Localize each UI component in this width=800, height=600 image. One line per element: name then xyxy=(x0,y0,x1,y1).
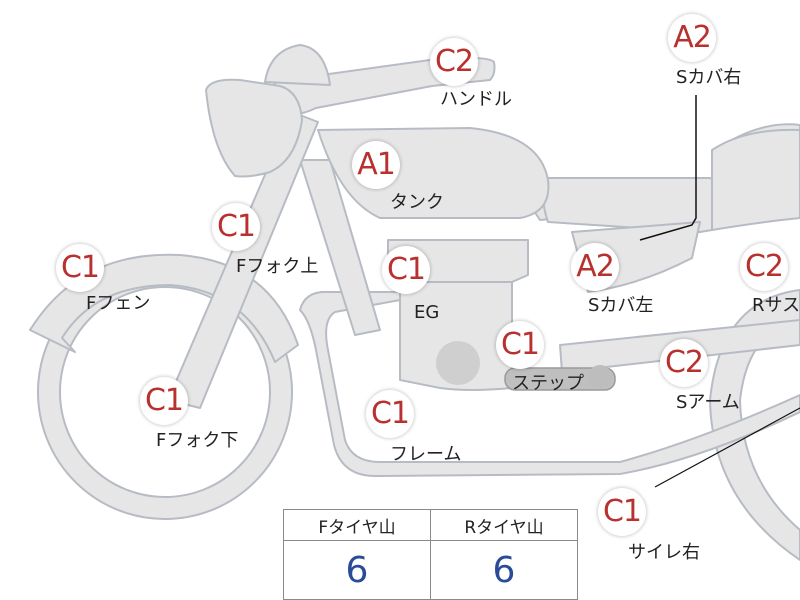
leader-line-scover-r xyxy=(639,95,697,241)
grade-badge-scover-l: A2 xyxy=(571,243,619,291)
part-label-rsus: Rサス xyxy=(752,296,800,316)
part-label-tank: タンク xyxy=(390,192,444,213)
grade-badge-rsus: C2 xyxy=(740,243,788,291)
part-label-muffler-r: サイレ右 xyxy=(628,542,700,563)
part-label-handle: ハンドル xyxy=(440,89,512,110)
grade-badge-step: C1 xyxy=(496,321,544,369)
grade-badge-ffork-low: C1 xyxy=(140,377,188,425)
part-label-frame: フレーム xyxy=(390,444,462,465)
part-label-scover-l: Sカバ左 xyxy=(588,295,654,316)
seat-cowl-shape xyxy=(711,128,800,231)
part-label-ffork-up: Fフォク上 xyxy=(236,256,319,277)
grade-badge-swingarm: C2 xyxy=(660,339,708,387)
part-label-engine: EG xyxy=(414,302,440,323)
part-label-scover-r: Sカバ右 xyxy=(676,67,742,88)
front-tire-value: 6 xyxy=(283,540,431,600)
grade-badge-ffork-up: C1 xyxy=(212,203,260,251)
tire-tread-table: Fタイヤ山 Rタイヤ山 6 6 xyxy=(283,509,578,600)
step-peg xyxy=(588,365,612,389)
step-shape xyxy=(504,367,616,391)
part-label-ffork-low: Fフォク下 xyxy=(156,430,239,451)
grade-badge-engine: C1 xyxy=(382,246,430,294)
grade-badge-handle: C2 xyxy=(430,38,478,86)
part-label-swingarm: Sアーム xyxy=(676,392,740,413)
frame-shape xyxy=(299,290,800,477)
front-tire-header: Fタイヤ山 xyxy=(283,509,431,541)
rear-tire-value: 6 xyxy=(430,540,578,600)
rear-tire-header: Rタイヤ山 xyxy=(430,509,578,541)
grade-badge-ffender: C1 xyxy=(56,244,104,292)
meter-shape xyxy=(264,44,331,86)
downtube-shape xyxy=(299,159,381,336)
grade-badge-frame: C1 xyxy=(366,390,414,438)
part-label-step: ステップ xyxy=(512,373,584,394)
grade-badge-muffler-r: C1 xyxy=(598,488,646,536)
front-fork-shape xyxy=(167,111,319,409)
leader-line-muffler-r xyxy=(654,407,800,488)
grade-badge-tank: A1 xyxy=(352,141,400,189)
part-label-ffender: Fフェン xyxy=(86,293,151,314)
engine-cover-circle xyxy=(436,341,480,385)
grade-badge-scover-r: A2 xyxy=(668,14,716,62)
headlight-shape xyxy=(205,78,303,178)
